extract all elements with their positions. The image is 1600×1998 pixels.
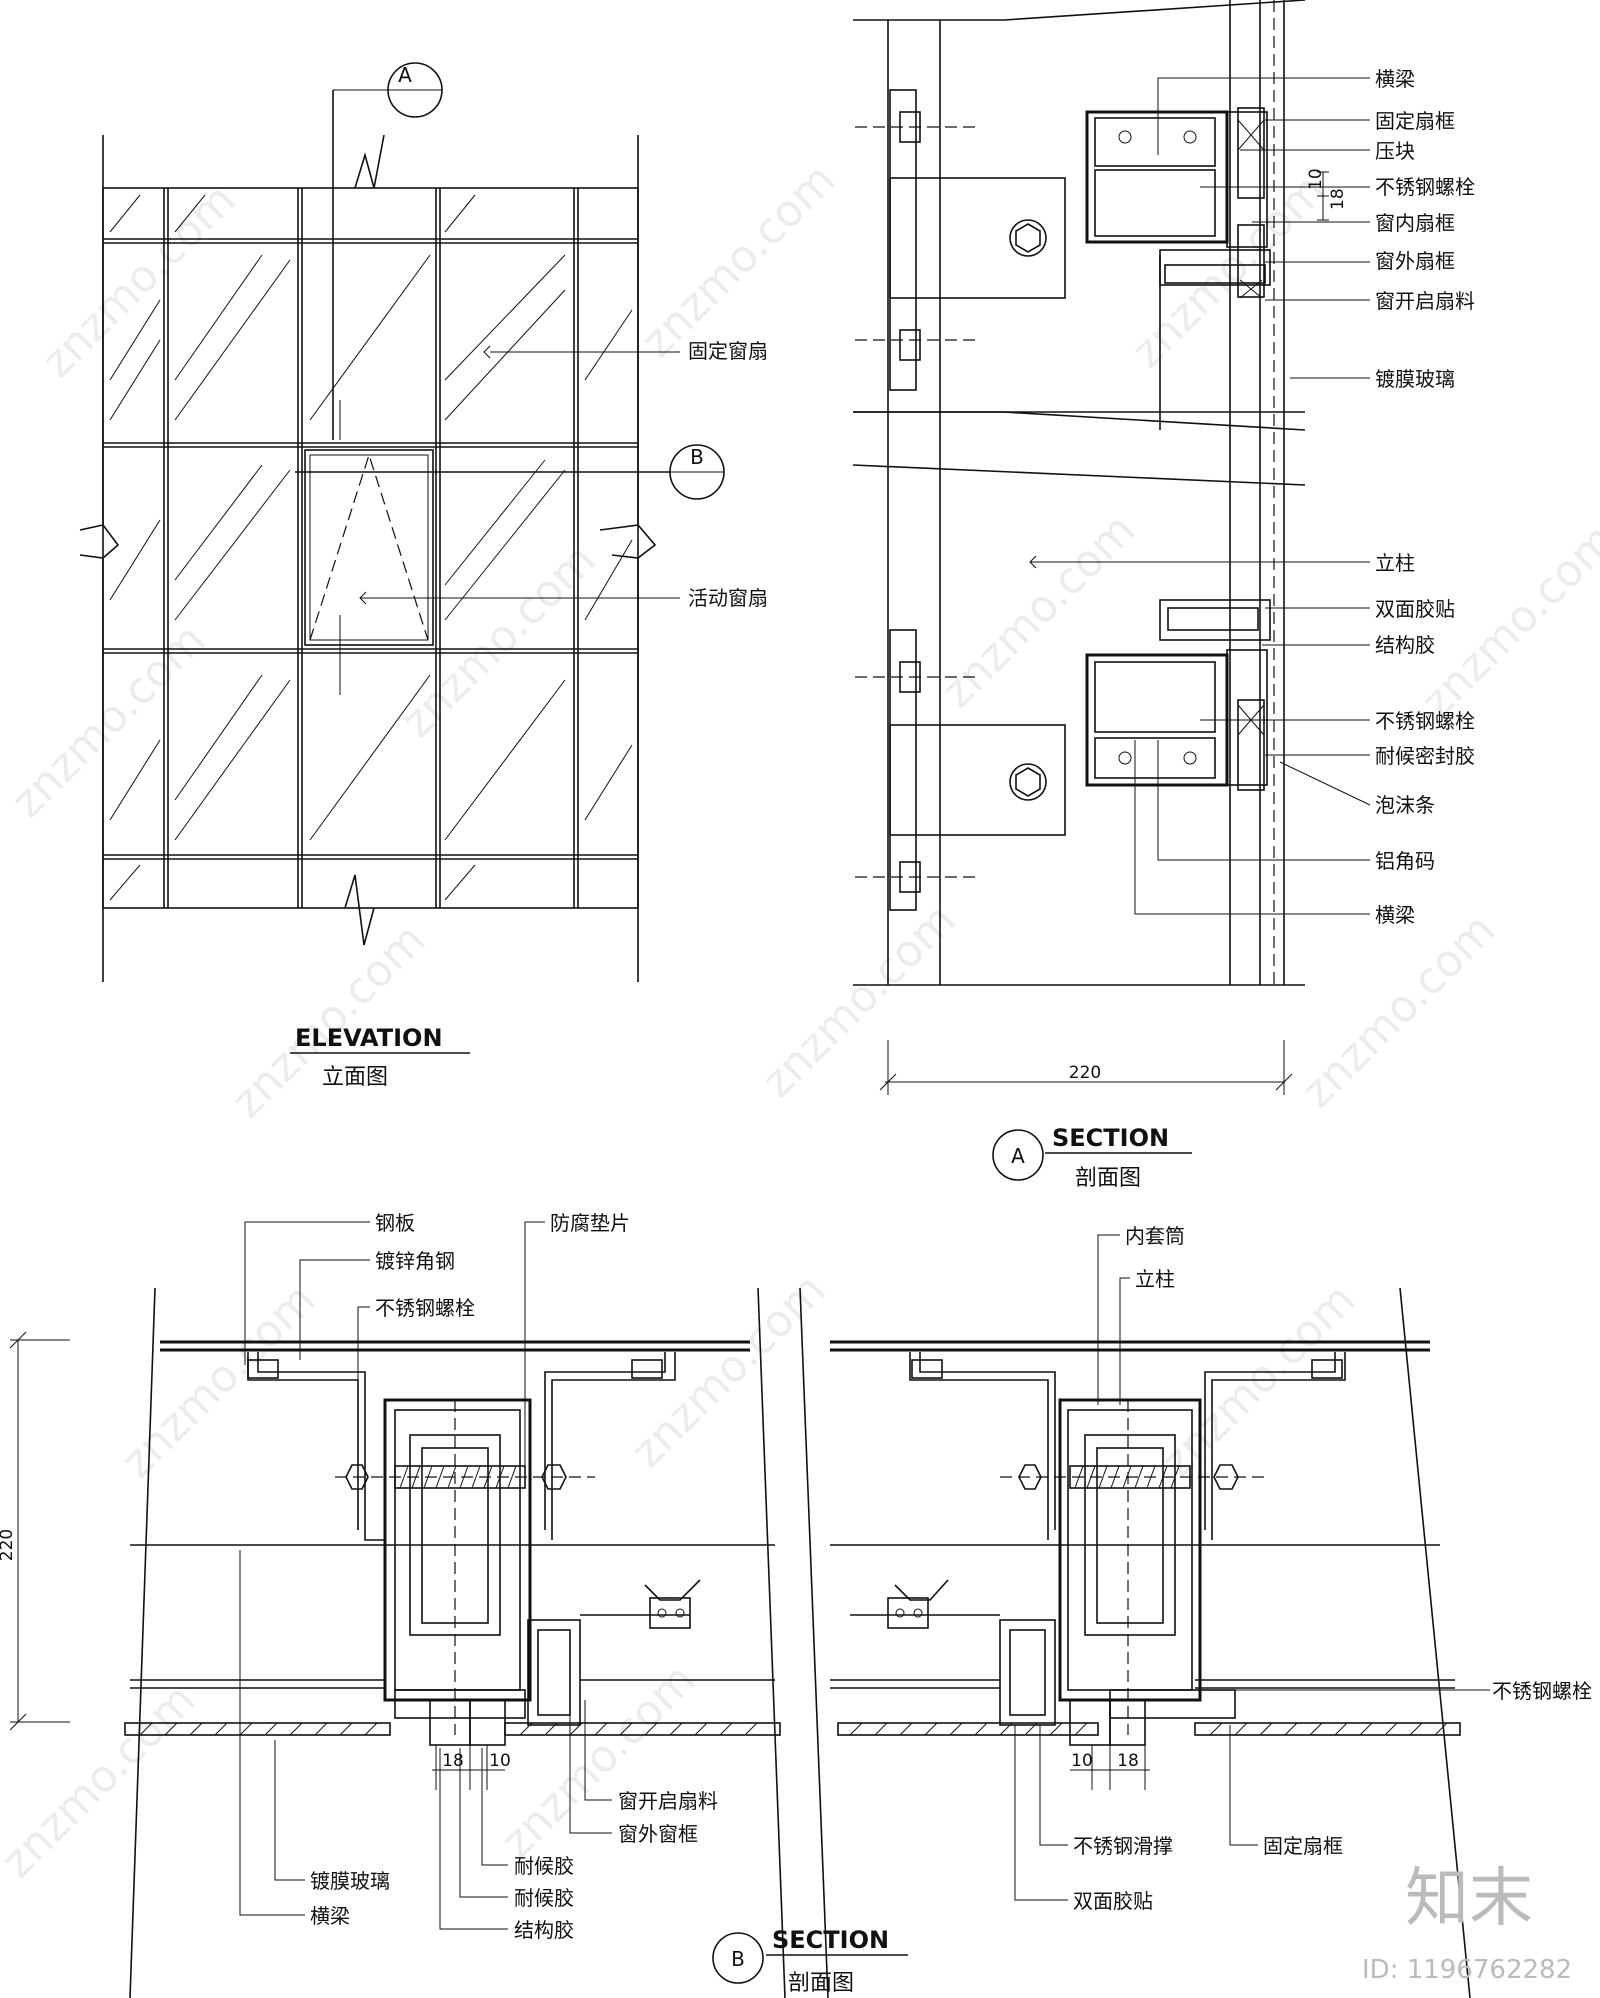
sa-label-inner-sash: 窗内扇框	[1375, 211, 1455, 235]
sb-label-outer-frame: 窗外窗框	[618, 1822, 698, 1846]
sa-label-foam-rod: 泡沫条	[1375, 793, 1435, 817]
sa-label-fixed-frame: 固定扇框	[1375, 109, 1455, 133]
marker-b-letter: B	[690, 445, 704, 469]
sa-label-outer-sash: 窗外扇框	[1375, 249, 1455, 273]
elevation-title: ELEVATION	[295, 1024, 443, 1052]
sa-label-transom-2: 横梁	[1375, 903, 1415, 927]
section-a-dimension: 220	[1069, 1063, 1101, 1083]
sb-label-fixed-frame: 固定扇框	[1263, 1834, 1343, 1858]
label-operable-sash: 活动窗扇	[688, 586, 768, 610]
watermark-text-1: znzmo.com	[32, 174, 246, 388]
section-a-view: 220 10 18 A SECTION 剖面图 横梁 固定扇框 压块 不锈钢螺栓…	[852, 0, 1475, 1191]
sb-label-ss-friction-stay: 不锈钢滑撑	[1073, 1834, 1173, 1858]
watermark-text-4: znzmo.com	[2, 614, 216, 828]
sb-label-structural-glue: 结构胶	[514, 1918, 574, 1942]
section-b-view: 220 18 10 10 18 钢板 镀锌角钢 不锈钢螺栓 防腐垫片 窗开启扇料…	[0, 1211, 1592, 1998]
watermark-text-6: znzmo.com	[932, 504, 1146, 718]
watermark-id: ID: 1196762282	[1362, 1955, 1572, 1985]
sb-label-double-tape: 双面胶贴	[1073, 1889, 1153, 1913]
sb-label-mullion: 立柱	[1135, 1267, 1175, 1291]
label-fixed-sash: 固定窗扇	[688, 339, 768, 363]
sb-label-galv-angle: 镀锌角钢	[375, 1249, 455, 1273]
section-b-marker-letter: B	[731, 1947, 745, 1971]
sa-label-mullion: 立柱	[1375, 551, 1415, 575]
elevation-view: A B 固定窗扇 活动窗扇 ELEVATION 立面图	[79, 62, 768, 1090]
sb-label-ss-bolt: 不锈钢螺栓	[375, 1296, 475, 1320]
watermark-text-14: znzmo.com	[0, 1674, 205, 1888]
watermark-text-3: znzmo.com	[1122, 164, 1336, 378]
sb-label-opening-profile: 窗开启扇料	[618, 1789, 718, 1813]
sa-label-coated-glass: 镀膜玻璃	[1375, 367, 1455, 391]
section-b-dimension: 220	[0, 1529, 17, 1561]
watermark-text-13: znzmo.com	[1152, 1274, 1366, 1488]
sb-right-dim-18: 18	[1117, 1751, 1139, 1771]
sb-label-coated-glass: 镀膜玻璃	[310, 1869, 390, 1893]
sb-label-steel-plate: 钢板	[375, 1211, 415, 1235]
section-b-title: SECTION	[772, 1926, 889, 1954]
sa-label-weather-sealant: 耐候密封胶	[1375, 744, 1475, 768]
watermark-brand: 知末	[1405, 1862, 1533, 1936]
sb-label-transom: 横梁	[310, 1904, 350, 1928]
watermark-text-10: znzmo.com	[1292, 904, 1506, 1118]
sa-label-double-tape: 双面胶贴	[1375, 597, 1455, 621]
sb-label-anticorrosion-pad: 防腐垫片	[550, 1211, 630, 1235]
sb-label-weather-glue-1: 耐候胶	[514, 1854, 574, 1878]
sb-label-weather-glue-2: 耐候胶	[514, 1886, 574, 1910]
sa-label-aluminum-angle: 铝角码	[1375, 849, 1435, 873]
marker-a-letter: A	[398, 63, 412, 87]
watermark-text-8: znzmo.com	[222, 914, 436, 1128]
sa-label-transom: 横梁	[1375, 67, 1415, 91]
section-a-marker-letter: A	[1011, 1144, 1025, 1168]
sb-label-inner-sleeve: 内套筒	[1125, 1224, 1185, 1248]
watermark-text-9: znzmo.com	[752, 894, 966, 1108]
sb-right-dim-10: 10	[1071, 1751, 1093, 1771]
watermark-text-11: znzmo.com	[112, 1274, 326, 1488]
section-b-subtitle: 剖面图	[788, 1971, 854, 1996]
section-a-dim-18: 18	[1328, 188, 1348, 210]
elevation-subtitle: 立面图	[322, 1065, 388, 1090]
sa-label-structural-glue: 结构胶	[1375, 633, 1435, 657]
sa-label-ss-bolt-2: 不锈钢螺栓	[1375, 709, 1475, 733]
section-a-title: SECTION	[1052, 1124, 1169, 1152]
section-a-dim-10: 10	[1306, 168, 1326, 190]
sb-left-dim-18: 18	[442, 1751, 464, 1771]
watermark-text-2: znzmo.com	[632, 154, 846, 368]
sb-left-dim-10: 10	[489, 1751, 511, 1771]
sa-label-ss-bolt: 不锈钢螺栓	[1375, 175, 1475, 199]
sb-label-ss-bolt-right: 不锈钢螺栓	[1492, 1679, 1592, 1703]
sa-label-pressure-plate: 压块	[1375, 139, 1415, 163]
sa-label-opening-profile: 窗开启扇料	[1375, 289, 1475, 313]
section-a-subtitle: 剖面图	[1075, 1166, 1141, 1191]
